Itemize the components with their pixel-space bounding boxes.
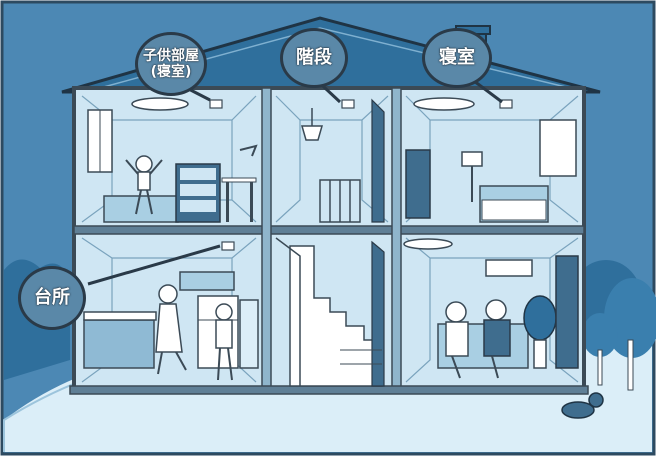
label-stairs: 階段 — [280, 28, 348, 88]
kitchen-smoke-detector — [221, 241, 235, 251]
bedroom-lamp — [461, 151, 483, 167]
bedroom-window — [539, 119, 577, 177]
label-bedroom-text: 寝室 — [439, 46, 475, 68]
wall-right — [391, 87, 402, 389]
kids-room-ceiling-light — [131, 97, 189, 111]
foundation — [69, 385, 589, 395]
grandmother-figure — [445, 301, 467, 323]
kids-room-smoke-detector — [209, 99, 223, 109]
label-stairs-text: 階段 — [296, 46, 332, 68]
stairs-door — [371, 98, 385, 223]
floor-divider — [73, 225, 585, 235]
label-kids-room-line1: 子供部屋 — [143, 47, 199, 64]
label-kids-room-line2: (寝室) — [150, 64, 192, 80]
kids-bed — [103, 195, 179, 223]
potted-plant — [523, 295, 557, 341]
child-figure — [135, 155, 153, 173]
stairs-pendant-light — [301, 125, 323, 141]
range-hood — [179, 271, 235, 291]
air-conditioner — [485, 259, 533, 277]
label-bedroom: 寝室 — [422, 28, 492, 88]
kitchen-child-figure — [215, 303, 233, 321]
stairs-smoke-detector — [341, 99, 355, 109]
bedroom-door — [405, 149, 431, 219]
wall-left — [261, 87, 272, 389]
kitchen-counter — [83, 319, 155, 369]
bedroom-ceiling-light — [413, 97, 475, 111]
dog — [561, 401, 595, 419]
kitchen-pointer — [87, 244, 221, 286]
label-kitchen: 台所 — [18, 266, 86, 330]
grandfather-figure — [485, 299, 507, 321]
label-kids-room: 子供部屋 (寝室) — [135, 32, 207, 96]
label-kitchen-text: 台所 — [34, 286, 70, 308]
living-door — [555, 255, 579, 369]
mother-figure — [158, 284, 178, 304]
bedroom-smoke-detector — [499, 99, 513, 109]
living-ceiling-light — [403, 238, 453, 250]
